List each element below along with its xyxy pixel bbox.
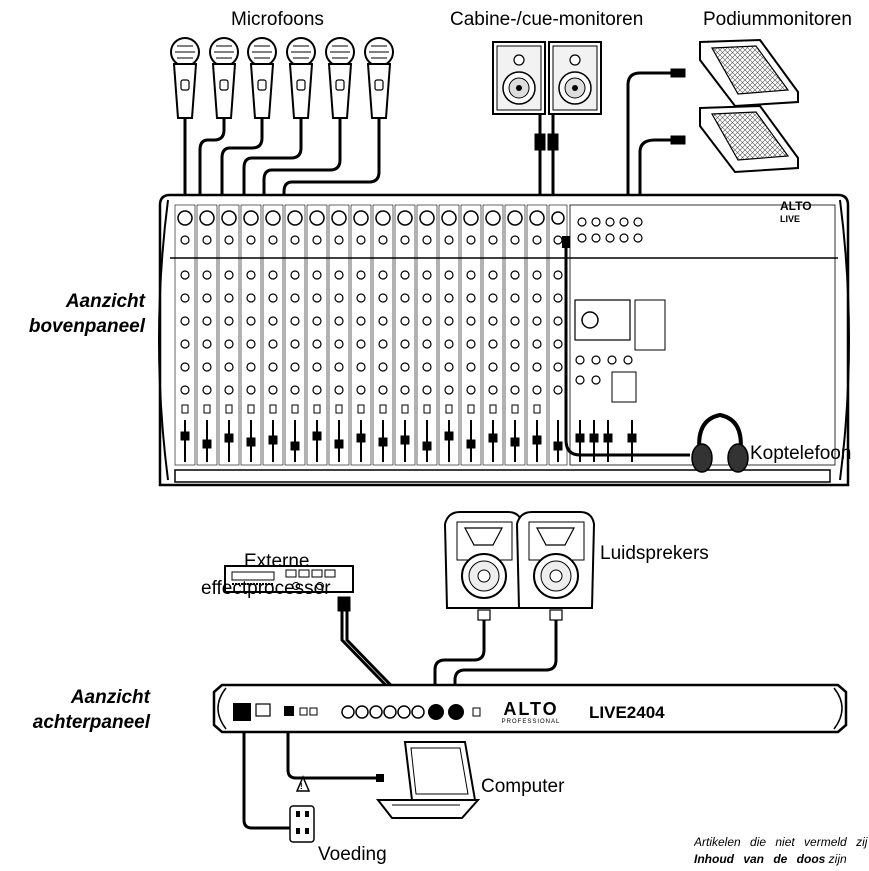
mixer-rear-panel [212,683,848,734]
mixer-top-panel: ALTO LIVE [158,193,850,487]
microphone-2 [209,37,239,119]
booth-monitor-right [548,41,602,115]
stage-monitor-bottom [699,104,799,174]
mixer-logo-top: ALTO LIVE [780,199,812,224]
view-title-top-line2: bovenpaneel [28,316,145,337]
stage-monitor-top [699,38,799,108]
label-speakers: Luidsprekers [600,543,709,564]
model-name: LIVE2404 [589,703,665,722]
brand-logo-rear: ALTO PROFESSIONAL [494,700,568,726]
view-title-top-line1: Aanzicht [65,291,145,312]
speaker-left [443,511,524,621]
booth-monitors [492,41,602,115]
booth-monitor-left [492,41,546,115]
speaker-right [515,511,596,621]
svg-text:!: ! [300,782,303,791]
microphone-4 [286,37,316,119]
footnote-line1: Artikelen die niet vermeld zij [694,835,868,849]
label-microphones: Microfoons [231,9,324,30]
brand-name: ALTO [503,699,559,719]
microphone-5 [325,37,355,119]
channel-strips [174,204,568,466]
microphone-1 [170,37,200,119]
footnote-bold: Inhoud van de doos [694,852,826,866]
master-section [569,204,836,466]
svg-text:ALTO: ALTO [780,199,812,213]
label-computer: Computer [481,776,565,797]
effects-processor [224,565,354,593]
rear-cables [242,596,558,830]
laptop-computer [375,741,481,819]
power-outlet: ! [289,775,315,843]
headphones [562,236,749,473]
speakers [443,511,596,621]
stage-monitors [699,38,799,174]
view-title-rear-line2: achterpaneel [32,712,150,733]
view-title-rear: Aanzicht achterpaneel [0,685,150,735]
label-power: Voeding [318,844,387,865]
svg-text:LIVE: LIVE [780,214,800,224]
brand-subtitle: PROFESSIONAL [501,719,561,725]
label-stage-monitors: Podiummonitoren [703,9,852,30]
label-effects-line1: Externe [244,551,310,572]
view-title-top: Aanzicht bovenpaneel [0,289,145,339]
footnote-rest: zijn [825,852,847,866]
microphones [170,37,394,119]
footnote-line2: Inhoud van de doos zijn [694,851,869,868]
microphone-6 [364,37,394,119]
view-title-rear-line1: Aanzicht [70,687,150,708]
microphone-3 [247,37,277,119]
label-booth-monitors: Cabine-/cue-monitoren [450,9,644,30]
label-headphones: Koptelefoon [750,443,852,464]
footnote: Artikelen die niet vermeld zij Inhoud va… [694,834,869,868]
label-effects-line2: effectprocessor [201,578,331,599]
microphone-cables [183,118,381,205]
